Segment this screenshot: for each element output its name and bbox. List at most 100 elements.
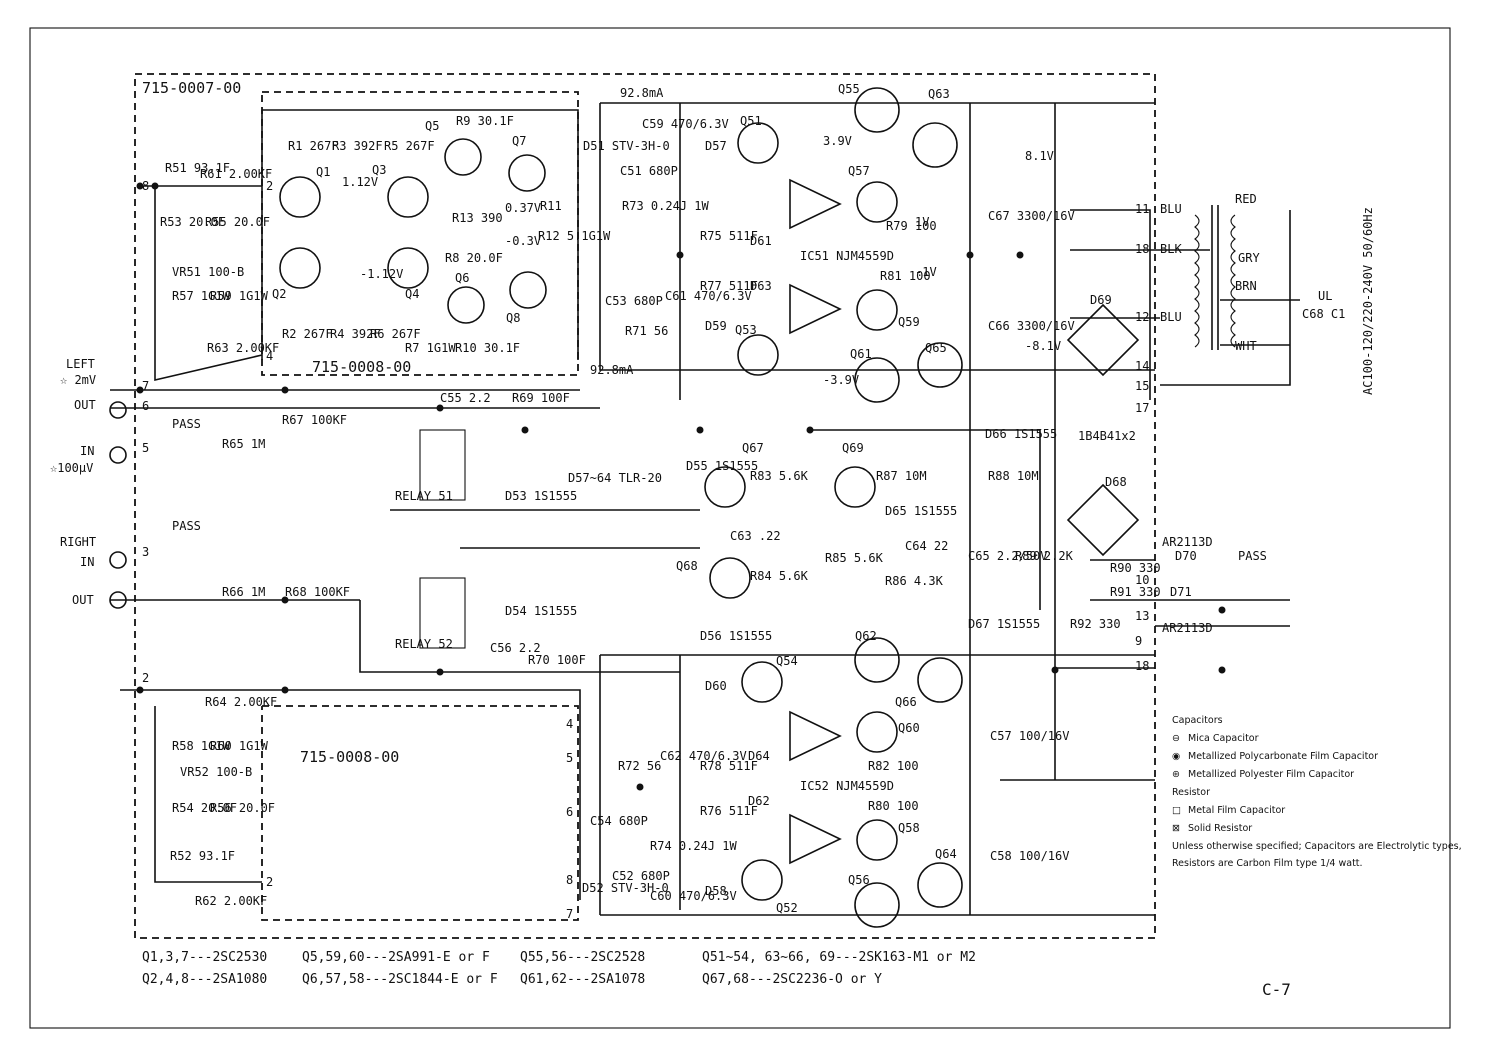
lbl-r81: R81 100 xyxy=(880,269,931,283)
lbl-ic51: IC51 NJM4559D xyxy=(800,249,894,263)
q65-symbol xyxy=(917,342,963,388)
v-1: 1V xyxy=(915,215,929,229)
legend-metal-film: Metal Film Capacitor xyxy=(1188,805,1286,816)
pin-8b: 8 xyxy=(566,873,573,887)
lbl-vr52: VR52 100-B xyxy=(180,765,252,779)
q51-symbol xyxy=(737,122,779,164)
lbl-c62: C62 470/6.3V xyxy=(660,749,747,763)
tap-blu-2: BLU xyxy=(1160,310,1182,324)
legend-polycarbonate: Metallized Polycarbonate Film Capacitor xyxy=(1188,751,1379,762)
lbl-r56: R56 20.0F xyxy=(210,801,275,815)
lbl-r80: R80 100 xyxy=(868,799,919,813)
pin-6b: 6 xyxy=(566,805,573,819)
lbl-r65: R65 1M xyxy=(222,437,265,451)
lbl-c57: C57 100/16V xyxy=(990,729,1069,743)
lbl-c53: C53 680P xyxy=(605,294,663,308)
v-neg-3-9: -3.9V xyxy=(823,373,859,387)
legend-note: Unless otherwise specified; Capacitors a… xyxy=(1172,841,1462,869)
v-1-12: 1.12V xyxy=(342,175,378,189)
ul-mark: UL xyxy=(1318,289,1332,303)
transistor-list-6: Q61,62---2SA1078 xyxy=(520,972,646,987)
lbl-r12: R12 5.1G1W xyxy=(538,229,611,243)
transistor-symbols xyxy=(279,87,963,928)
lbl-d56: D56 1S1555 xyxy=(700,629,772,643)
v-0-37: 0.37V xyxy=(505,201,541,215)
q5-symbol xyxy=(444,138,482,176)
lbl-r10: R10 30.1F xyxy=(455,341,520,355)
lbl-ar2113d-1: AR2113D xyxy=(1162,535,1213,549)
q2-symbol xyxy=(279,247,321,289)
pass-right: PASS xyxy=(172,519,201,533)
lbl-ar2113d-2: AR2113D xyxy=(1162,621,1213,635)
polyester-symbol-icon: ⊛ xyxy=(1172,769,1180,780)
lbl-r76: R76 511F xyxy=(700,804,758,818)
q54-symbol xyxy=(741,661,783,703)
lbl-d68: D68 xyxy=(1105,475,1127,489)
lbl-r77: R77 511F xyxy=(700,279,758,293)
pin-3: 3 xyxy=(142,545,149,559)
lbl-r75: R75 511F xyxy=(700,229,758,243)
q67-symbol xyxy=(704,466,746,508)
lbl-r74: R74 0.24J 1W xyxy=(650,839,737,853)
term-15: 15 xyxy=(1135,379,1149,393)
metal-film-symbol-icon: □ xyxy=(1172,805,1181,816)
mica-symbol-icon: ⊖ xyxy=(1172,733,1180,744)
ic52a-symbol xyxy=(789,710,842,762)
lbl-r59: R59 1G1W xyxy=(210,289,269,303)
lbl-r63: R63 2.00KF xyxy=(207,341,279,355)
lbl-r68: R68 100KF xyxy=(285,585,350,599)
lbl-c55: C55 2.2 xyxy=(440,391,491,405)
current-top: 92.8mA xyxy=(620,86,664,100)
q58-symbol xyxy=(856,819,898,861)
lbl-d65: D65 1S1555 xyxy=(885,504,957,518)
lbl-c59: C59 470/6.3V xyxy=(642,117,729,131)
lbl-r61: R61 2.00KF xyxy=(200,167,272,181)
right-in-jack xyxy=(109,551,127,569)
q69-symbol xyxy=(834,466,876,508)
lbl-r11: R11 xyxy=(540,199,562,213)
pass-power: PASS xyxy=(1238,549,1267,563)
transistor-list-7: Q51~54, 63~66, 69---2SK163-M1 or M2 xyxy=(702,950,976,965)
lbl-r57: R57 1G1W xyxy=(172,289,231,303)
relay51-symbol xyxy=(419,429,466,501)
lbl-q2: Q2 xyxy=(272,287,286,301)
opamp-symbols xyxy=(789,178,842,865)
v-neg-0-3: -0.3V xyxy=(505,234,541,248)
lbl-d61: D61 xyxy=(750,234,772,248)
q64-symbol xyxy=(917,862,963,908)
q6-symbol xyxy=(447,286,485,324)
lbl-vr51: VR51 100-B xyxy=(172,265,244,279)
term-17: 17 xyxy=(1135,401,1149,415)
polycarbonate-symbol-icon: ◉ xyxy=(1172,751,1181,762)
wire-brn: BRN xyxy=(1235,279,1257,293)
lbl-d57: D57 xyxy=(705,139,727,153)
lbl-d60: D60 xyxy=(705,679,727,693)
pin-2a: 2 xyxy=(266,179,273,193)
left-out-jack xyxy=(109,401,127,419)
lbl-r58: R58 1G1W xyxy=(172,739,231,753)
q63-symbol xyxy=(912,122,958,168)
ic51b-symbol xyxy=(789,283,842,335)
bridge-symbols xyxy=(1066,303,1140,557)
lbl-q63: Q63 xyxy=(928,87,950,101)
lbl-r87: R87 10M xyxy=(876,469,927,483)
term-13: 13 xyxy=(1135,609,1149,623)
pin-4a: 4 xyxy=(266,349,273,363)
lbl-ic52: IC52 NJM4559D xyxy=(800,779,894,793)
lbl-q65: Q65 xyxy=(925,341,947,355)
lbl-d69: D69 xyxy=(1090,293,1112,307)
q55-symbol xyxy=(854,87,900,133)
transistor-list-1: Q1,3,7---2SC2530 xyxy=(142,950,268,965)
pin-2b: 2 xyxy=(142,671,149,685)
lbl-r83: R83 5.6K xyxy=(750,469,809,483)
lbl-d71: D71 xyxy=(1170,585,1192,599)
lbl-relay52: RELAY 52 xyxy=(395,637,453,651)
lbl-r90: R90 330 xyxy=(1110,561,1161,575)
tap-blk: BLK xyxy=(1160,242,1182,256)
lbl-c56: C56 2.2 xyxy=(490,641,541,655)
board-sub-top-label: 715-0008-00 xyxy=(312,358,411,376)
lbl-d63: D63 xyxy=(750,279,772,293)
lbl-d62: D62 xyxy=(748,794,770,808)
q7-symbol xyxy=(508,154,546,192)
lbl-c64: C64 22 xyxy=(905,539,948,553)
